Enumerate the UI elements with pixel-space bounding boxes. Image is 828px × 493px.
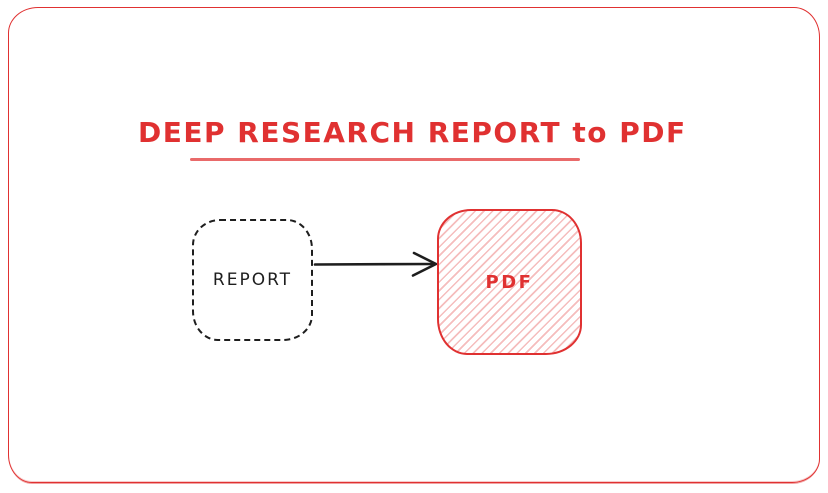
title-underline xyxy=(190,158,580,161)
node-pdf: PDF xyxy=(437,209,582,355)
arrow-report-to-pdf xyxy=(313,251,438,277)
node-report: REPORT xyxy=(192,219,313,341)
arrow-head-icon xyxy=(411,251,438,277)
node-report-label: REPORT xyxy=(212,270,293,290)
node-pdf-label: PDF xyxy=(485,271,534,293)
diagram-title: DEEP RESEARCH REPORT to PDF xyxy=(138,116,687,149)
canvas-frame-border xyxy=(8,7,820,483)
arrow-shaft xyxy=(313,262,437,266)
